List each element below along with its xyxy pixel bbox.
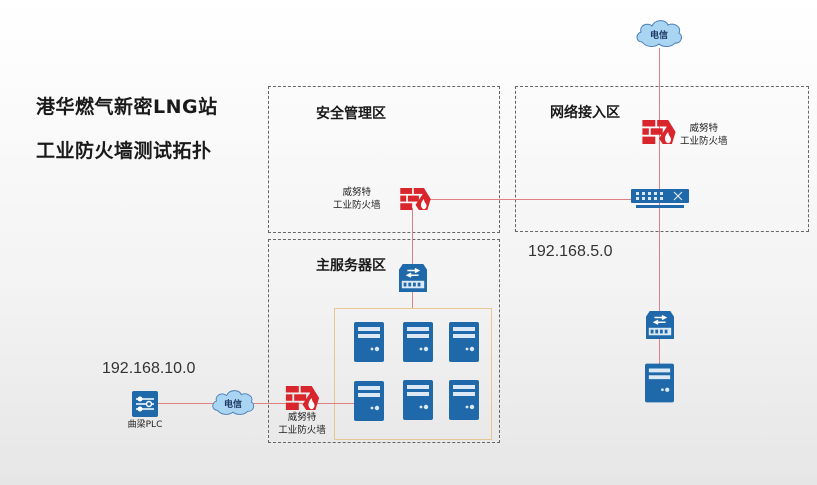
firewall-type: 工业防火墙 xyxy=(680,136,728,147)
server-group xyxy=(334,308,492,440)
zone-security-management: 安全管理区 xyxy=(268,86,500,233)
firewall-security-caption: 威努特 工业防火墙 xyxy=(333,186,381,212)
plc-icon xyxy=(132,391,158,417)
zone-label-security: 安全管理区 xyxy=(316,106,386,122)
firewall-vendor: 威努特 xyxy=(287,412,317,423)
cloud-label: 电信 xyxy=(223,400,242,410)
server-icon xyxy=(449,322,479,362)
diagram-title-line1: 港华燃气新密LNG站 xyxy=(36,96,218,118)
diagram-title-line2: 工业防火墙测试拓扑 xyxy=(36,140,212,162)
zone-label-main-server: 主服务器区 xyxy=(316,258,386,274)
cloud-label: 电信 xyxy=(649,31,668,41)
zone-label-network-access: 网络接入区 xyxy=(550,105,620,121)
zone-main-server: 主服务器区 xyxy=(268,239,500,443)
plc-label: 曲梁PLC xyxy=(127,420,163,430)
switch-icon xyxy=(631,189,689,209)
server-icon xyxy=(449,380,479,420)
link-vertical-access xyxy=(659,48,660,400)
firewall-vendor: 威努特 xyxy=(342,187,372,198)
link-security-to-switch xyxy=(425,199,659,200)
server-icon xyxy=(403,380,433,420)
telecom-cloud-left: 电信 xyxy=(210,388,256,416)
telecom-cloud-top: 电信 xyxy=(634,18,684,48)
firewall-icon xyxy=(398,188,433,210)
router-icon xyxy=(646,311,674,339)
server-icon xyxy=(354,381,384,421)
server-icon xyxy=(645,363,674,403)
router-icon xyxy=(399,264,427,292)
server-icon xyxy=(354,322,384,362)
firewall-icon xyxy=(641,120,677,144)
firewall-main-caption: 威努特 工业防火墙 xyxy=(268,411,336,437)
firewall-icon xyxy=(285,386,320,410)
firewall-access-caption: 威努特 工业防火墙 xyxy=(680,122,728,148)
network-label-192-168-10-0: 192.168.10.0 xyxy=(102,360,196,377)
server-icon xyxy=(403,322,433,362)
network-label-192-168-5-0: 192.168.5.0 xyxy=(528,243,613,260)
link-security-to-main xyxy=(412,208,413,308)
firewall-type: 工业防火墙 xyxy=(278,425,326,436)
firewall-type: 工业防火墙 xyxy=(333,200,381,211)
zone-network-access: 网络接入区 xyxy=(515,86,809,232)
firewall-vendor: 威努特 xyxy=(689,123,719,134)
